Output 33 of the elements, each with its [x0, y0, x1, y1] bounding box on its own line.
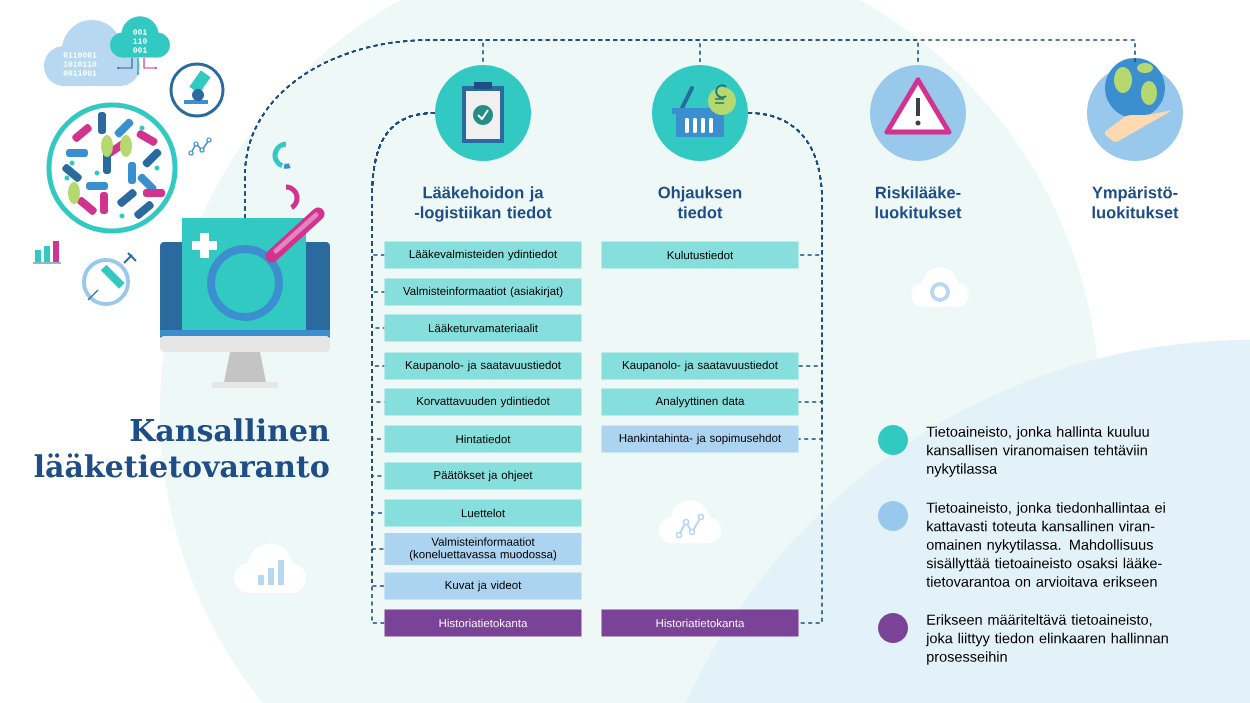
list-box: Analyyttinen data: [601, 388, 799, 416]
list-box: Historiatietokanta: [601, 609, 799, 637]
list-box: Lääketurvamateriaalit: [384, 314, 582, 342]
list-box: Kaupanolo- ja saatavuustiedot: [601, 352, 799, 380]
list-box: Kaupanolo- ja saatavuustiedot: [384, 352, 582, 380]
list-box: Lääkevalmisteiden ydintiedot: [384, 241, 582, 269]
binary-digits: 001: [133, 29, 147, 35]
category-heading: Riskilääke-luokitukset: [875, 186, 962, 219]
list-box: Kuvat ja videot: [384, 572, 582, 600]
binary-digits: 0011001: [63, 70, 97, 76]
legend-text: Tietoaineisto, jonka tiedonhallintaa ei kattavasti toteuta kansallinen viran-omainen nykytilassa. Mahdollisuus sisällyttää tietoaineisto osaksi lääke-tietovarantoa on arvioitava erikseen: [926, 502, 1165, 587]
connector-line: [747, 112, 823, 624]
legend-text: Erikseen määriteltävä tietoaineisto, joka liittyy tiedon elinkaaren hallinnan prosesseihin: [925, 614, 1168, 665]
category-heading: Lääkehoidon ja -logistiikan tiedot: [414, 186, 552, 222]
list-box: Luettelot: [384, 499, 582, 527]
list-box: Historiatietokanta: [384, 609, 582, 637]
category-heading: Ohjauksen tiedot: [658, 186, 742, 219]
list-box: Päätökset ja ohjeet: [384, 462, 582, 490]
binary-digits: 0110001: [63, 52, 97, 58]
binary-digits: 110: [133, 38, 147, 44]
connector-line: [244, 39, 1136, 219]
binary-digits: 001: [133, 47, 147, 53]
title: Kansallinen lääketietovaranto: [34, 418, 330, 478]
list-box: Hankintahinta- ja sopimusehdot: [601, 425, 799, 453]
list-box: Hintatiedot: [384, 425, 582, 453]
legend-text: Tietoaineisto, jonka hallinta kuuluu kansallisen viranomaisen tehtäviin nykytilassa: [926, 426, 1149, 477]
list-box: Valmisteinformaatiot (asiakirjat): [384, 278, 582, 306]
list-box: Valmisteinformaatiot (koneluettavassa muodossa): [384, 533, 582, 565]
monitor-drawing: [160, 207, 330, 388]
list-box: Kulutustiedot: [601, 241, 799, 269]
category-heading: Ympäristö-luokitukset: [1092, 186, 1179, 219]
binary-digits: 1010110: [63, 61, 97, 67]
list-box: Korvattavuuden ydintiedot: [384, 388, 582, 416]
